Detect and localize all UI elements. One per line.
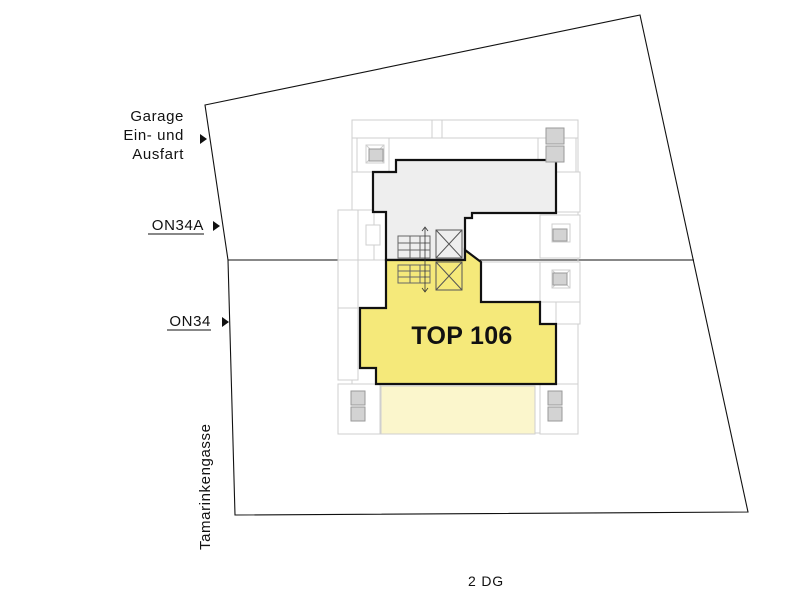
- unit-terrace: [380, 385, 536, 435]
- elevator-icon: [435, 229, 463, 291]
- garage-label-line3: Ausfart: [132, 146, 184, 163]
- street-label: Tamarinkengasse: [197, 423, 214, 550]
- site-boundary: [204, 14, 749, 516]
- triangle-right-icon: [200, 134, 207, 144]
- triangle-right-icon: [213, 221, 220, 231]
- floor-label: 2 DG: [468, 573, 504, 589]
- entrance-on34a-label[interactable]: ON34A: [152, 217, 204, 234]
- unit-label: TOP 106: [411, 322, 512, 350]
- triangle-right-icon: [222, 317, 229, 327]
- balcony-icon: [350, 127, 568, 422]
- entrance-on34-label[interactable]: ON34: [169, 313, 211, 330]
- garage-label-line2: Ein- und: [123, 127, 184, 144]
- garage-label-line1: Garage: [130, 108, 184, 125]
- stairs-icon: [397, 226, 431, 293]
- neighbor-unit: [371, 158, 558, 262]
